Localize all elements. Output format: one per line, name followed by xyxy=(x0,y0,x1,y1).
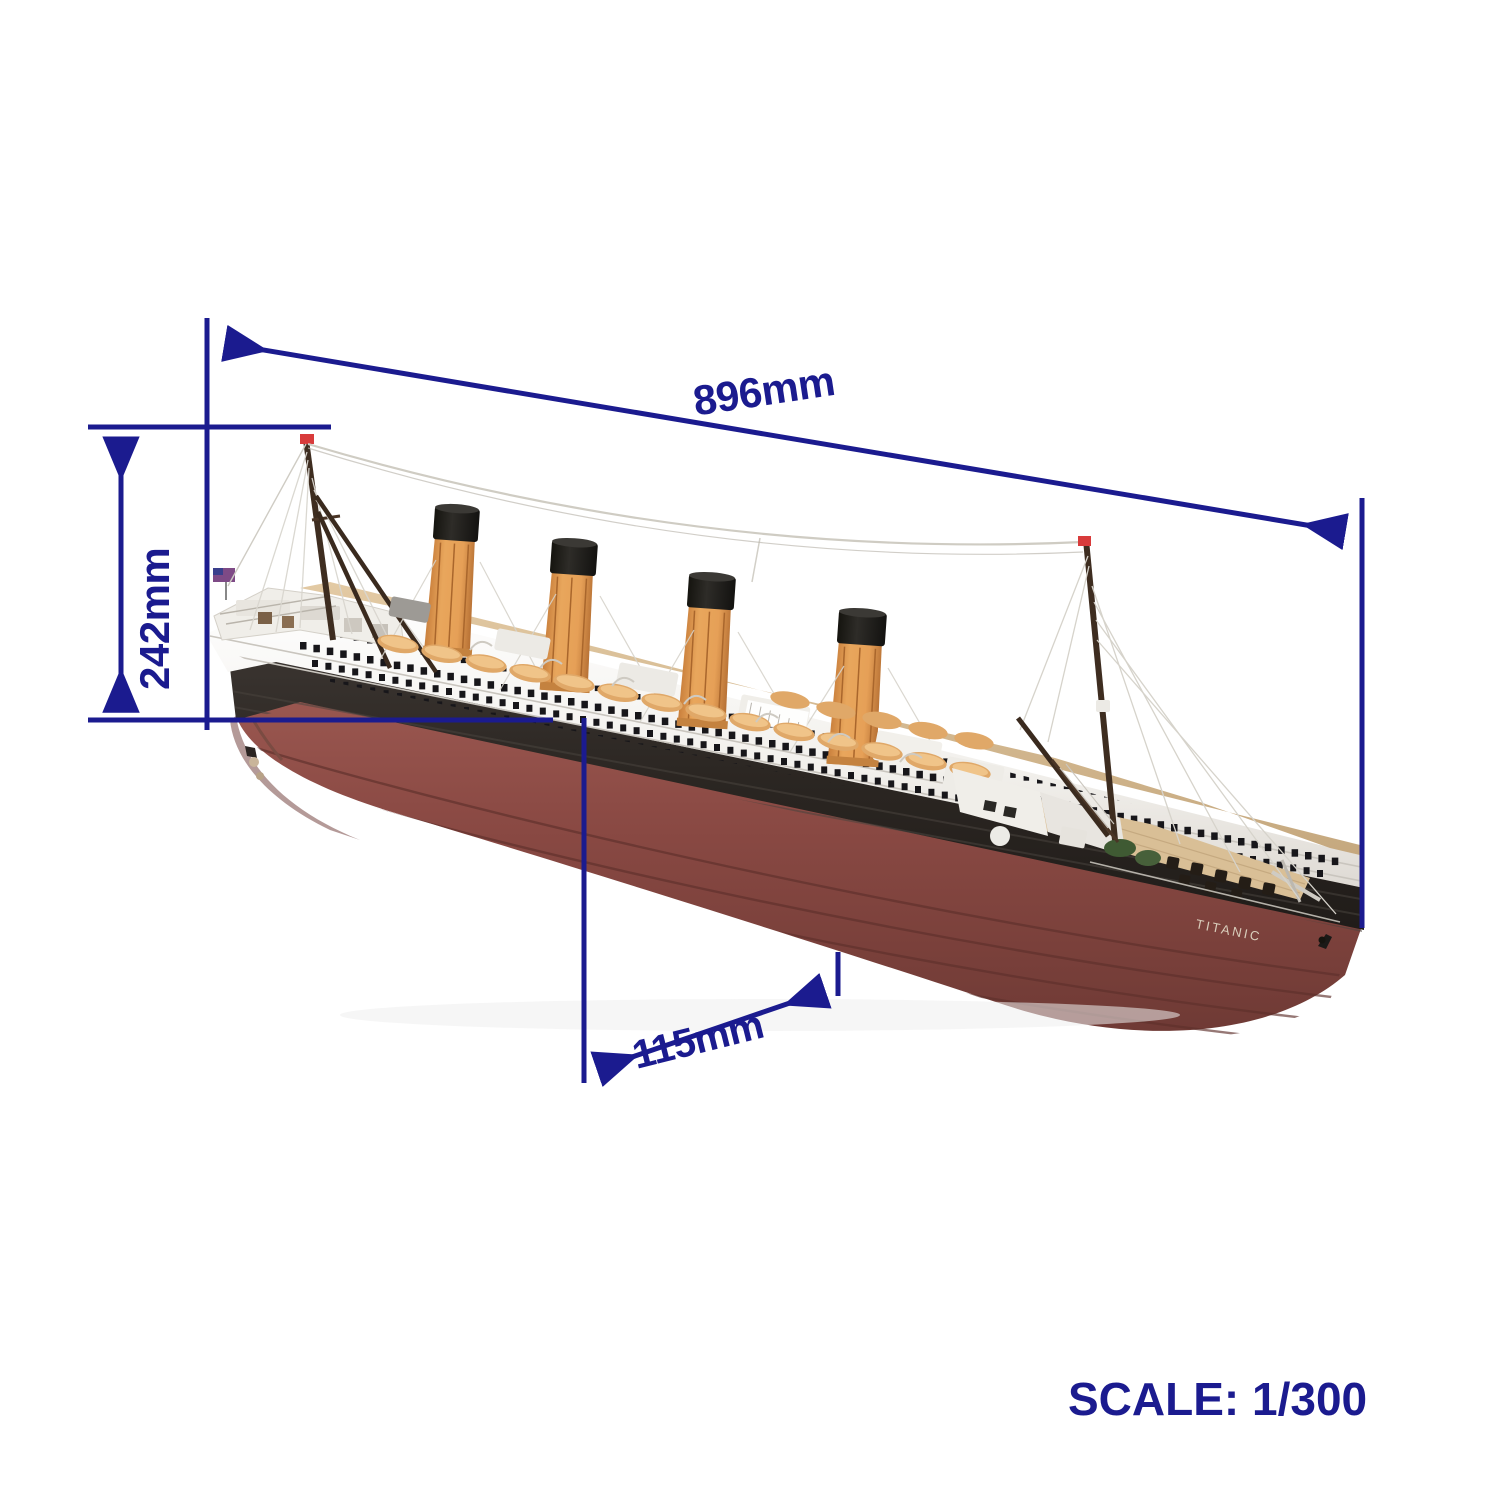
lifeboat xyxy=(954,732,994,750)
aft-superstructure xyxy=(952,768,1341,923)
boat-davits xyxy=(469,640,923,763)
lifeboat xyxy=(770,691,810,709)
forward-bridge-block xyxy=(213,587,405,649)
aft-mast xyxy=(1016,536,1337,915)
lifeboat xyxy=(862,711,902,730)
lifeboat xyxy=(908,721,948,740)
scale-label: SCALE: 1/300 xyxy=(1068,1373,1368,1425)
height-dimension-label: 242mm xyxy=(131,547,178,690)
lifeboat-group xyxy=(377,634,994,781)
lifeboat xyxy=(816,701,856,719)
mast-to-mast-rigging xyxy=(307,442,1084,583)
mast-flag-icon xyxy=(300,434,314,444)
aft-mast-flag-icon xyxy=(1078,536,1091,546)
bow-flag xyxy=(213,568,235,600)
